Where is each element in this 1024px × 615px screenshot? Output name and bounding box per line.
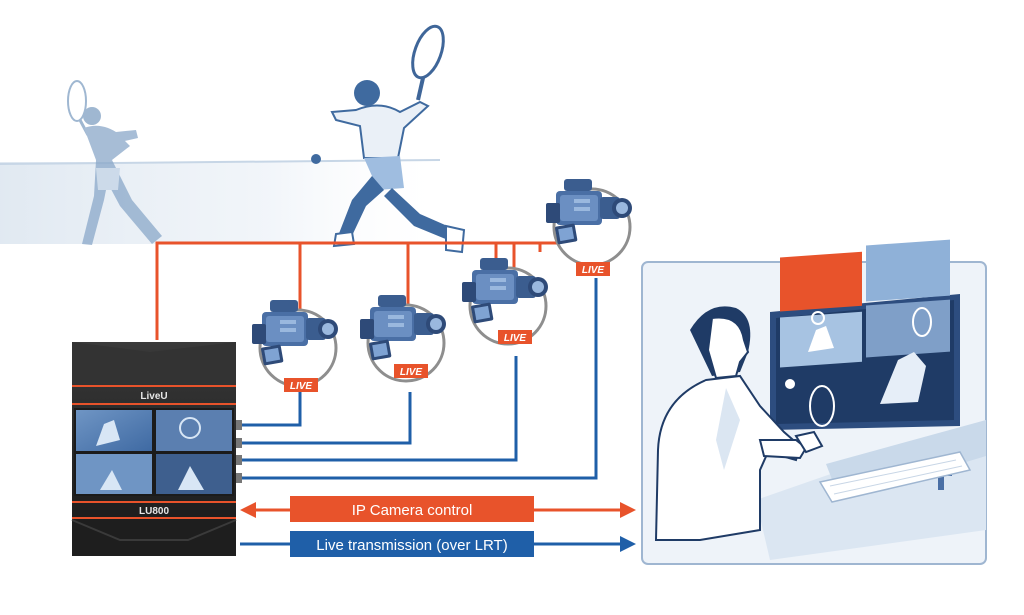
device-model-label: LU800 [139,506,169,517]
ip-camera-control-arrow [240,496,636,522]
player-far-illustration [67,80,162,245]
device-multiview-screen [74,408,234,496]
svg-text:LiveU: LiveU [140,391,167,402]
ip-camera-control-label: IP Camera control [352,502,473,519]
live-badge-1: LIVE [284,378,318,392]
operator-illustration [654,306,824,541]
player-near-illustration [311,24,466,254]
svg-text:LIVE: LIVE [400,367,423,378]
svg-text:IP Camera control: IP Camera control [352,502,473,519]
live-badge-3: LIVE [498,330,532,344]
video-cables [240,278,598,480]
tennis-scene [0,24,466,254]
camera-4 [546,179,632,267]
svg-text:LIVE: LIVE [582,265,605,276]
camera-2 [360,295,446,383]
svg-text:LU800: LU800 [139,506,169,517]
live-badge-2: LIVE [394,364,428,378]
camera-1 [252,300,338,388]
live-badge-4: LIVE [576,262,610,276]
svg-text:LIVE: LIVE [504,333,527,344]
live-transmission-label: Live transmission (over LRT) [316,537,507,554]
svg-text:Live transmission (over LRT): Live transmission (over LRT) [316,537,507,554]
svg-text:LIVE: LIVE [290,381,313,392]
device-brand-label: LiveU [140,391,167,402]
monitor [770,239,960,430]
live-transmission-arrow [240,531,636,557]
